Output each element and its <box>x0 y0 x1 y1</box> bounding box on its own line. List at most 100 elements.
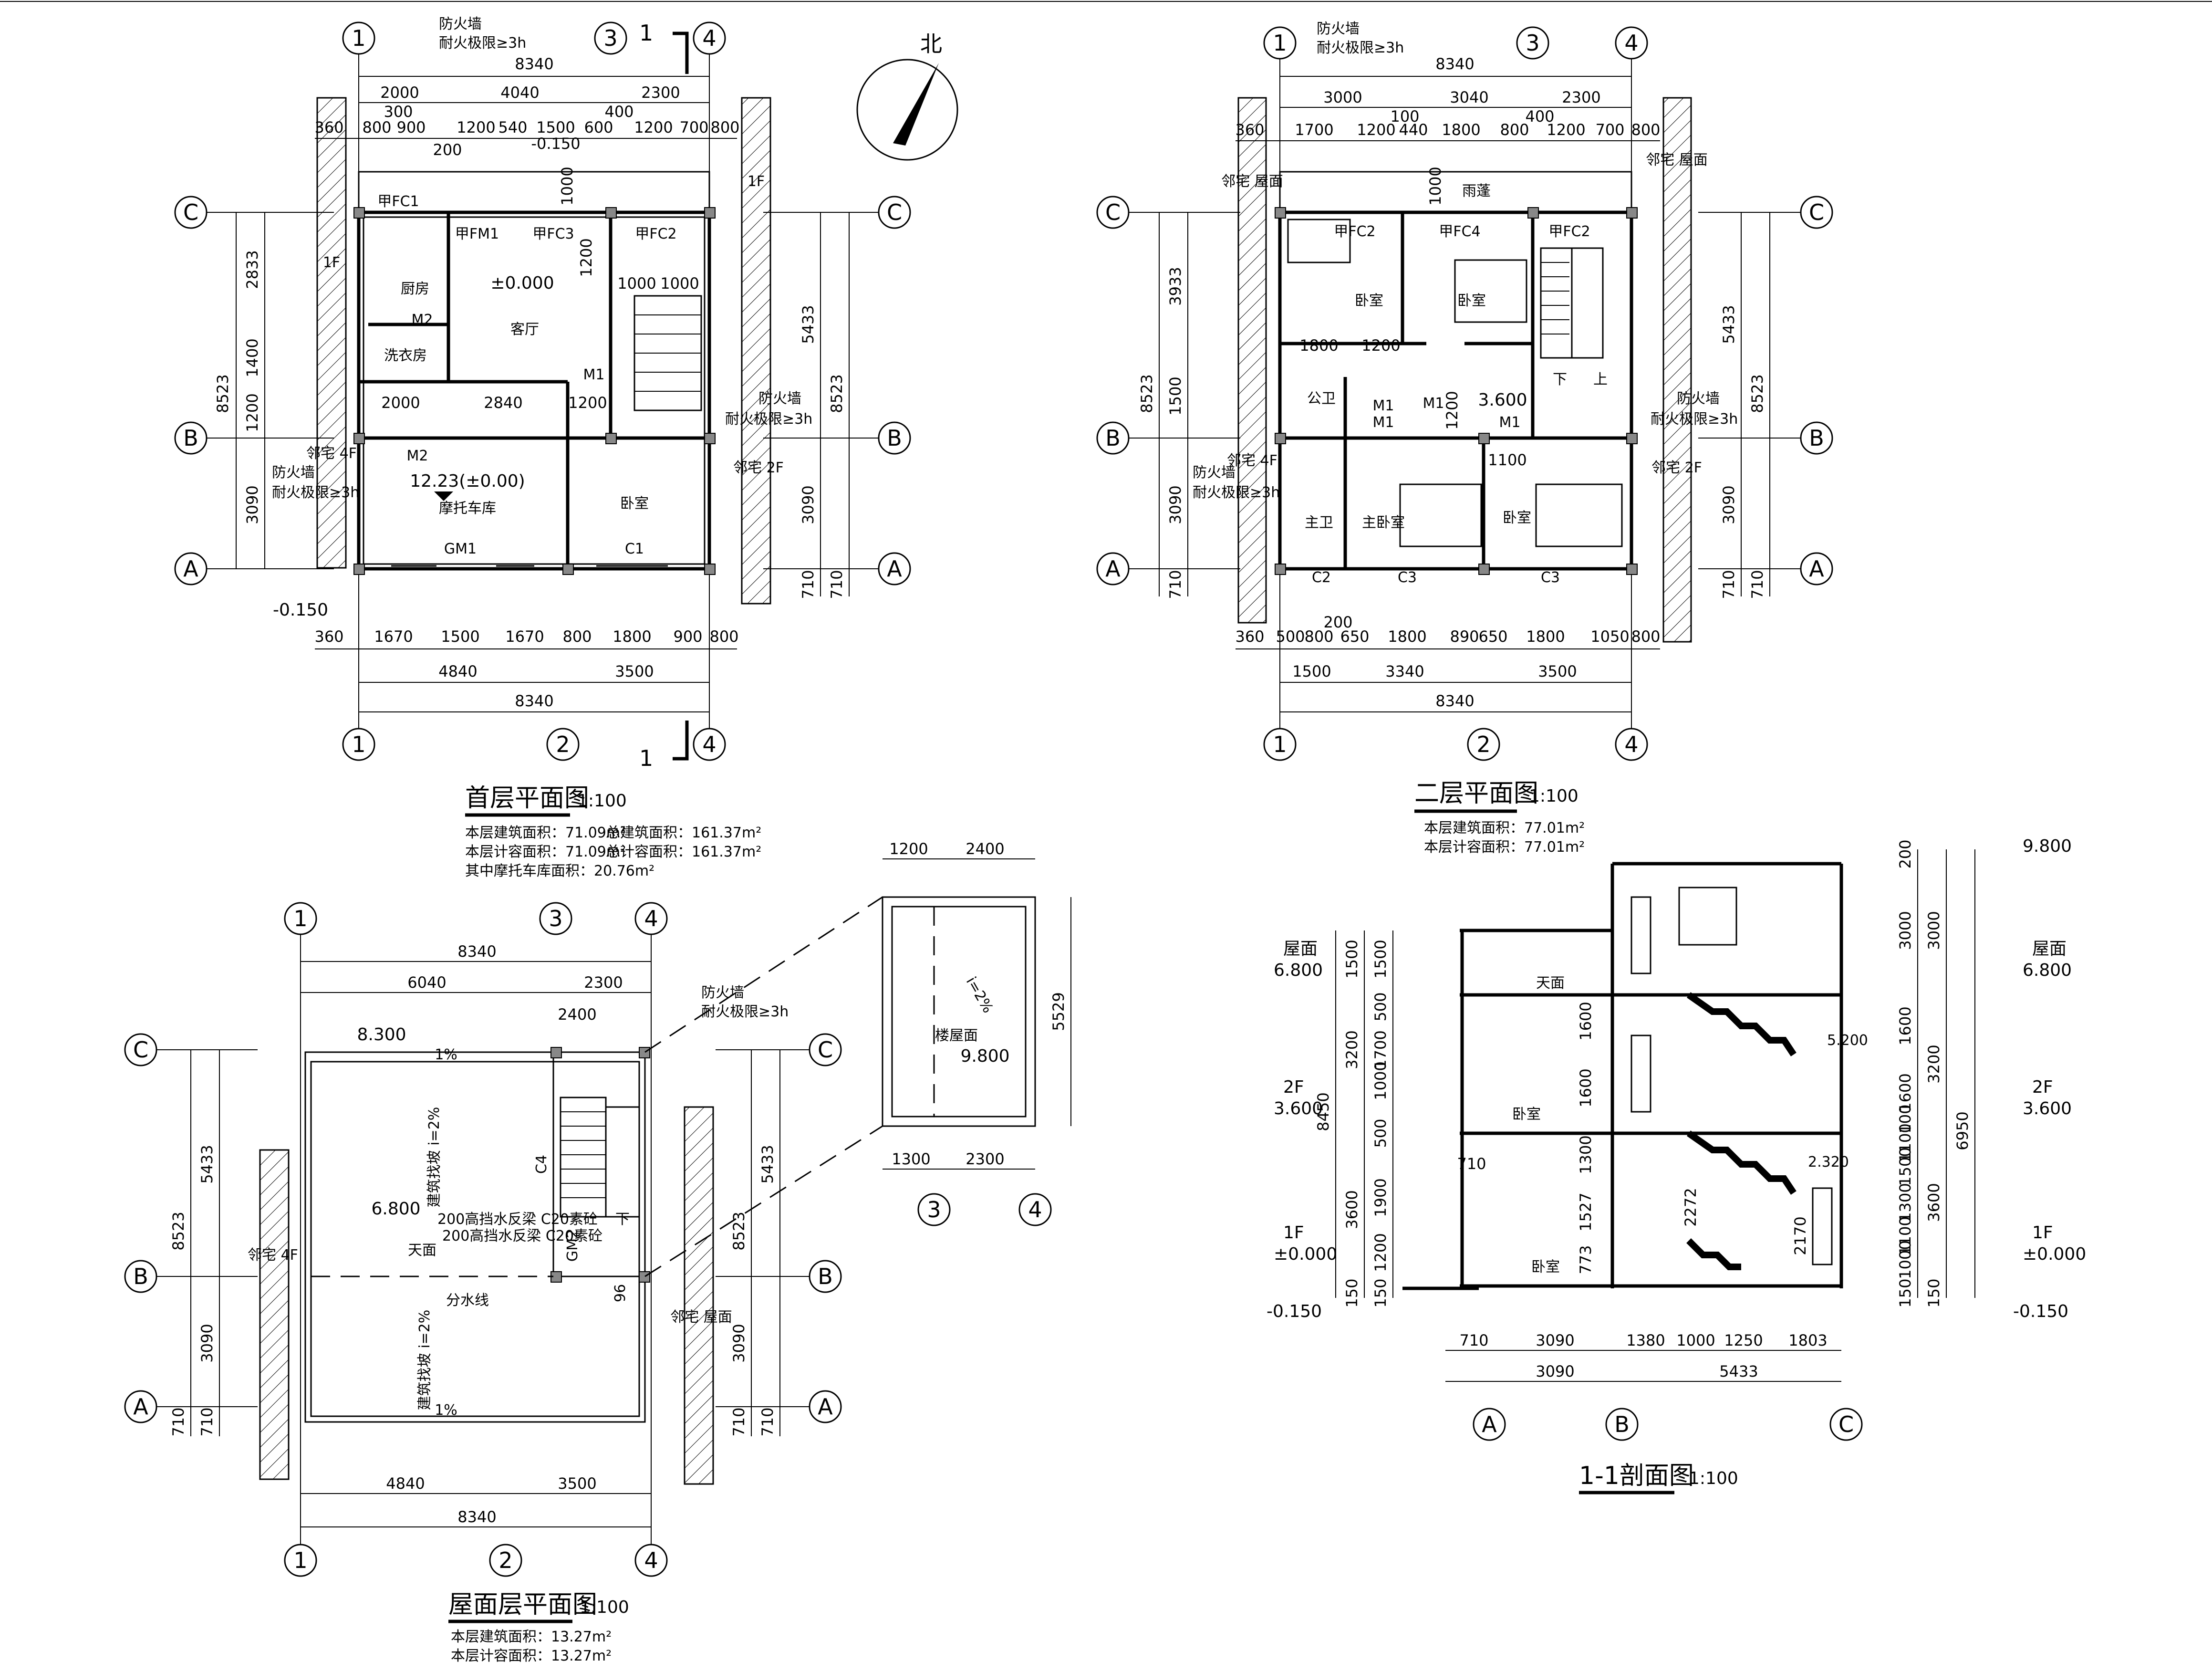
svg-text:卧室: 卧室 <box>1503 510 1531 526</box>
svg-text:540: 540 <box>498 118 527 136</box>
svg-text:3090: 3090 <box>730 1324 748 1362</box>
svg-text:M1: M1 <box>1499 414 1521 431</box>
svg-text:3090: 3090 <box>1166 485 1184 524</box>
svg-text:2300: 2300 <box>1562 88 1600 106</box>
svg-text:1:100: 1:100 <box>580 1598 629 1617</box>
svg-text:3040: 3040 <box>1450 88 1488 106</box>
svg-text:1000: 1000 <box>1371 1061 1390 1100</box>
svg-text:1000: 1000 <box>1426 167 1444 205</box>
canopy <box>358 171 710 213</box>
axis-bubble <box>594 21 627 55</box>
svg-text:8523: 8523 <box>1138 374 1156 413</box>
svg-text:710: 710 <box>169 1407 187 1436</box>
svg-text:200高挡水反梁 C20素砼: 200高挡水反梁 C20素砼 <box>437 1211 598 1228</box>
svg-text:1500: 1500 <box>441 627 479 646</box>
svg-text:防火墙: 防火墙 <box>439 16 482 32</box>
svg-text:防火墙: 防火墙 <box>758 390 801 407</box>
roof-floor-plan: 1 3 4 1 2 4 C B A C B A 8340 6040 230 <box>124 902 842 1664</box>
svg-text:710: 710 <box>828 570 846 599</box>
svg-text:卧室: 卧室 <box>1512 1106 1541 1123</box>
svg-text:耐火极限≥3h: 耐火极限≥3h <box>725 411 812 428</box>
svg-text:5433: 5433 <box>1719 1362 1758 1380</box>
svg-text:150: 150 <box>1371 1278 1390 1307</box>
svg-text:3000: 3000 <box>1896 911 1914 950</box>
svg-text:600: 600 <box>584 118 613 136</box>
svg-text:A: A <box>818 1394 833 1420</box>
svg-text:1%: 1% <box>435 1046 457 1063</box>
axis-label: 3 <box>603 25 617 51</box>
svg-text:8523: 8523 <box>828 374 846 413</box>
svg-text:3: 3 <box>927 1197 941 1223</box>
svg-text:1-1剖面图: 1-1剖面图 <box>1579 1462 1694 1490</box>
svg-text:下: 下 <box>1553 371 1567 388</box>
svg-text:8340: 8340 <box>1435 55 1474 73</box>
svg-text:M1: M1 <box>1373 414 1394 431</box>
svg-text:耐火极限≥3h: 耐火极限≥3h <box>439 35 526 52</box>
svg-text:1000: 1000 <box>1676 1331 1715 1349</box>
svg-text:耐火极限≥3h: 耐火极限≥3h <box>1317 40 1404 56</box>
svg-text:300: 300 <box>384 103 413 121</box>
svg-text:甲FC1: 甲FC1 <box>377 193 419 210</box>
svg-text:M1: M1 <box>1423 395 1444 412</box>
svg-text:1400: 1400 <box>243 338 261 377</box>
svg-text:防火墙: 防火墙 <box>1677 390 1720 407</box>
svg-text:710: 710 <box>730 1407 748 1436</box>
svg-text:4840: 4840 <box>438 662 477 680</box>
axis-label: C <box>887 199 902 225</box>
svg-text:500: 500 <box>1371 992 1390 1021</box>
svg-text:5433: 5433 <box>799 305 817 344</box>
svg-text:6950: 6950 <box>1953 1111 1972 1150</box>
svg-text:-0.150: -0.150 <box>273 600 328 620</box>
svg-text:1500: 1500 <box>1166 376 1184 415</box>
svg-text:C3: C3 <box>1541 569 1560 586</box>
exterior-wall <box>357 210 711 571</box>
svg-text:1: 1 <box>639 745 653 771</box>
svg-text:2400: 2400 <box>558 1005 596 1024</box>
svg-text:1600: 1600 <box>1577 1002 1595 1040</box>
svg-text:2F: 2F <box>1283 1077 1304 1097</box>
svg-text:邻宅 4F: 邻宅 4F <box>1227 452 1277 469</box>
svg-text:1100: 1100 <box>1488 451 1527 469</box>
svg-text:1%: 1% <box>435 1402 457 1419</box>
svg-text:C4: C4 <box>533 1155 550 1174</box>
svg-text:4: 4 <box>1624 732 1638 757</box>
svg-text:4840: 4840 <box>386 1474 425 1493</box>
svg-text:主卫: 主卫 <box>1305 514 1333 531</box>
svg-text:440: 440 <box>1399 121 1428 139</box>
svg-text:200: 200 <box>1896 839 1914 868</box>
svg-text:B: B <box>1614 1411 1630 1437</box>
svg-text:3090: 3090 <box>1720 485 1738 524</box>
svg-text:8450: 8450 <box>1314 1092 1332 1131</box>
svg-text:±0.000: ±0.000 <box>490 273 554 293</box>
svg-text:710: 710 <box>1166 570 1184 599</box>
svg-text:1670: 1670 <box>505 627 544 646</box>
svg-text:96: 96 <box>612 1284 629 1302</box>
svg-text:主卧室: 主卧室 <box>1362 514 1405 531</box>
svg-text:700: 700 <box>679 118 708 136</box>
svg-text:8340: 8340 <box>515 692 553 710</box>
svg-text:1803: 1803 <box>1788 1331 1827 1349</box>
svg-text:1100: 1100 <box>1896 1216 1914 1255</box>
svg-text:3090: 3090 <box>1536 1362 1574 1380</box>
svg-text:1900: 1900 <box>1371 1178 1390 1217</box>
svg-text:1F: 1F <box>323 254 340 271</box>
svg-text:3.600: 3.600 <box>1274 1099 1323 1118</box>
svg-text:1100: 1100 <box>1896 1123 1914 1162</box>
svg-text:卧室: 卧室 <box>1355 293 1383 309</box>
svg-text:1200: 1200 <box>577 238 595 277</box>
svg-text:建筑找坡 i=2%: 建筑找坡 i=2% <box>426 1107 443 1208</box>
svg-text:360: 360 <box>314 627 343 646</box>
axis-label: B <box>887 425 902 451</box>
north-arrow: 北 <box>856 31 958 161</box>
svg-text:200: 200 <box>1323 613 1352 631</box>
svg-text:1F: 1F <box>748 173 765 190</box>
svg-text:1300: 1300 <box>892 1150 930 1168</box>
svg-text:甲FC2: 甲FC2 <box>1548 223 1590 240</box>
svg-text:1800: 1800 <box>1526 627 1565 646</box>
svg-text:1:100: 1:100 <box>577 791 627 811</box>
svg-text:1200: 1200 <box>1361 336 1400 355</box>
svg-text:5433: 5433 <box>198 1145 216 1183</box>
svg-text:4: 4 <box>644 906 658 931</box>
axis-label: B <box>183 425 198 451</box>
svg-text:M1: M1 <box>583 366 605 383</box>
